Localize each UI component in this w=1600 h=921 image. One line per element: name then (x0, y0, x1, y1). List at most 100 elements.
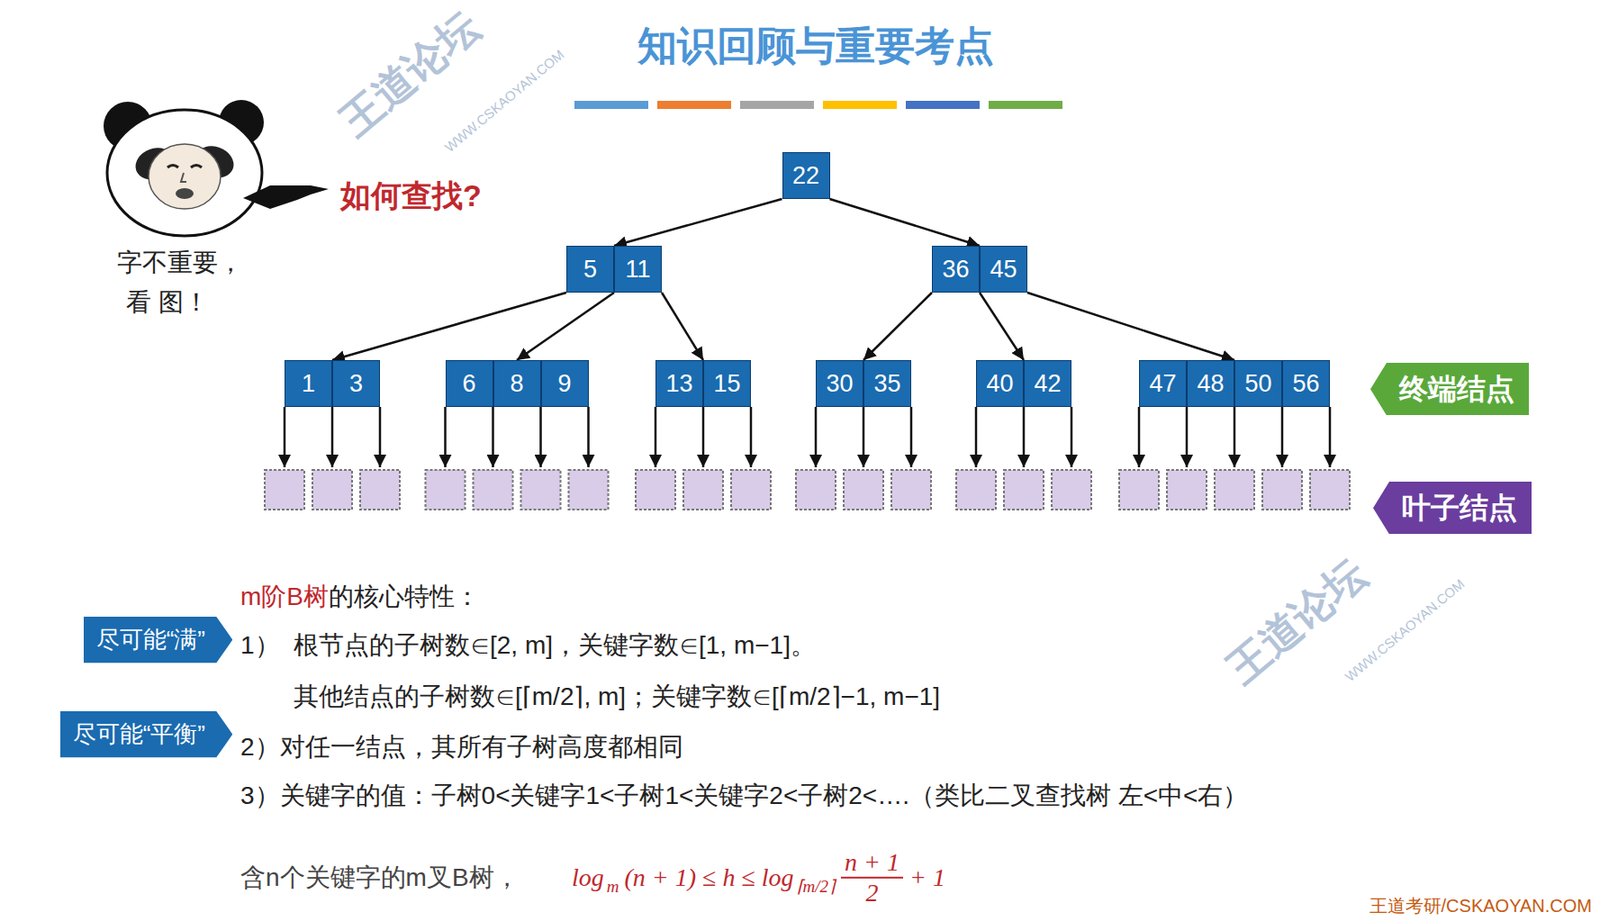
null-pointer-arrow (1233, 406, 1237, 468)
key-cell: 8 (493, 360, 542, 407)
formula-intro: 含n个关键字的m叉B树， (240, 863, 520, 893)
item-number: 1） (240, 631, 281, 660)
key-cell: 40 (976, 360, 1024, 407)
section-heading: 的核心特性： (328, 582, 480, 612)
key-cell: 9 (541, 360, 589, 407)
null-pointer-arrow (1281, 406, 1284, 468)
null-pointer-arrow (1070, 406, 1074, 468)
formula-part: ⌈m/2⌉ (796, 876, 839, 897)
key-cell: 1 (284, 360, 333, 407)
leaf-square (891, 470, 932, 510)
null-pointer-arrow (491, 406, 495, 468)
tag-text: 叶子结点 (1373, 481, 1532, 534)
key-cell: 22 (782, 152, 831, 199)
color-bar (822, 100, 897, 109)
formula-part: (n + 1) ≤ h ≤ log (622, 863, 797, 893)
null-pointer-arrow (702, 406, 706, 468)
btree-node: 47485056 (1138, 360, 1330, 407)
btree-node: 3035 (815, 360, 912, 407)
null-pointer-arrow (814, 406, 818, 468)
null-pointer-arrow (1185, 406, 1189, 468)
face (148, 144, 221, 209)
null-pointer-arrow (443, 406, 447, 468)
key-cell: 13 (655, 360, 704, 407)
property-text: 2）对任一结点，其所有子树高度都相同 (240, 732, 684, 762)
leaf-square (1119, 470, 1159, 510)
footer-text: 王道考研/CSKAOYAN.COM (1369, 895, 1592, 917)
meme-caption: 字不重要， (117, 248, 244, 278)
null-pointer-arrow (910, 406, 913, 468)
leaf-square (1051, 470, 1092, 510)
color-bar (740, 100, 814, 109)
leaf-square (795, 470, 836, 510)
key-cell: 15 (703, 360, 751, 407)
color-bar (574, 100, 649, 109)
formula: logm(n + 1) ≤ h ≤ log⌈m/2⌉n + 12+ 1 (569, 848, 949, 908)
key-cell: 47 (1138, 360, 1187, 407)
speech-text: 如何查找? (340, 178, 482, 214)
btree-node: 4042 (976, 360, 1072, 407)
slide-title: 知识回顾与重要考点 (637, 23, 995, 70)
formula-part: log (569, 863, 607, 893)
title-color-bars (574, 100, 1063, 109)
leaf-square (425, 470, 466, 510)
formula-part: + 1 (906, 863, 949, 893)
property-text: 其他结点的子树数∈[⌈m/2⌉, m]；关键字数∈[⌈m/2⌉−1, m−1] (293, 682, 941, 712)
color-bar (988, 100, 1063, 109)
tree-pointer-arrow (661, 292, 704, 361)
tree-pointer-arrow (830, 198, 981, 246)
key-cell: 11 (614, 245, 662, 293)
property-text: 根节点的子树数∈[2, m]，关键字数∈[1, m−1]。 (293, 631, 816, 660)
face-eyes (167, 165, 202, 169)
color-bar (905, 100, 980, 109)
tree-pointer-arrow (1027, 292, 1235, 361)
leaf-square (1262, 470, 1302, 510)
null-pointer-arrow (1138, 406, 1141, 468)
leaf-square (731, 470, 771, 510)
formula-part: m (606, 876, 623, 897)
null-pointer-arrow (283, 406, 287, 468)
null-pointer-arrow (750, 406, 753, 468)
key-cell: 3 (332, 360, 380, 407)
formula-part: n + 1 (840, 848, 904, 879)
btree-node: 22 (782, 152, 831, 199)
leaf-square (683, 470, 724, 510)
null-pointer-arrow (1328, 406, 1332, 468)
panda-head (107, 109, 263, 236)
leaf-square (360, 470, 400, 510)
terminal-tag: 终端结点 (1370, 362, 1529, 416)
null-pointer-arrow (587, 406, 590, 468)
leaf-square (569, 470, 609, 510)
tag-text: 尽可能“平衡” (60, 711, 233, 758)
callout-tag: 尽可能“平衡” (60, 711, 233, 758)
leaf-square (843, 470, 884, 510)
null-pointer-arrow (379, 406, 382, 468)
key-cell: 35 (863, 360, 912, 407)
null-pointer-arrow (975, 406, 978, 468)
leaf-square (1166, 470, 1207, 510)
property-text: 3）关键字的值：子树0<关键字1<子树1<关键字2<子树2<….（类比二叉查找树… (240, 781, 1248, 811)
key-cell: 45 (979, 245, 1028, 293)
tag-text: 终端结点 (1370, 362, 1529, 416)
leaf-tag: 叶子结点 (1373, 481, 1532, 534)
leaf-square (1214, 470, 1255, 510)
btree-node: 1315 (655, 360, 751, 407)
face-nose (180, 172, 187, 182)
leaf-square (312, 470, 353, 510)
btree-node: 689 (445, 360, 589, 407)
tree-pointer-arrow (863, 292, 932, 361)
section-heading: m阶B树 (240, 582, 329, 612)
leaf-square (521, 470, 561, 510)
btree-node: 13 (284, 360, 380, 407)
key-cell: 5 (566, 245, 615, 293)
tree-pointer-arrow (516, 292, 615, 361)
null-pointer-arrow (654, 406, 658, 468)
pointing-hand (243, 185, 329, 209)
btree-node: 511 (566, 245, 662, 293)
null-pointer-arrow (1022, 406, 1026, 468)
null-pointer-arrow (862, 406, 866, 468)
face-mouth (175, 188, 194, 199)
leaf-square (1310, 470, 1350, 510)
callout-tag: 尽可能“满” (83, 616, 233, 663)
key-cell: 30 (815, 360, 864, 407)
